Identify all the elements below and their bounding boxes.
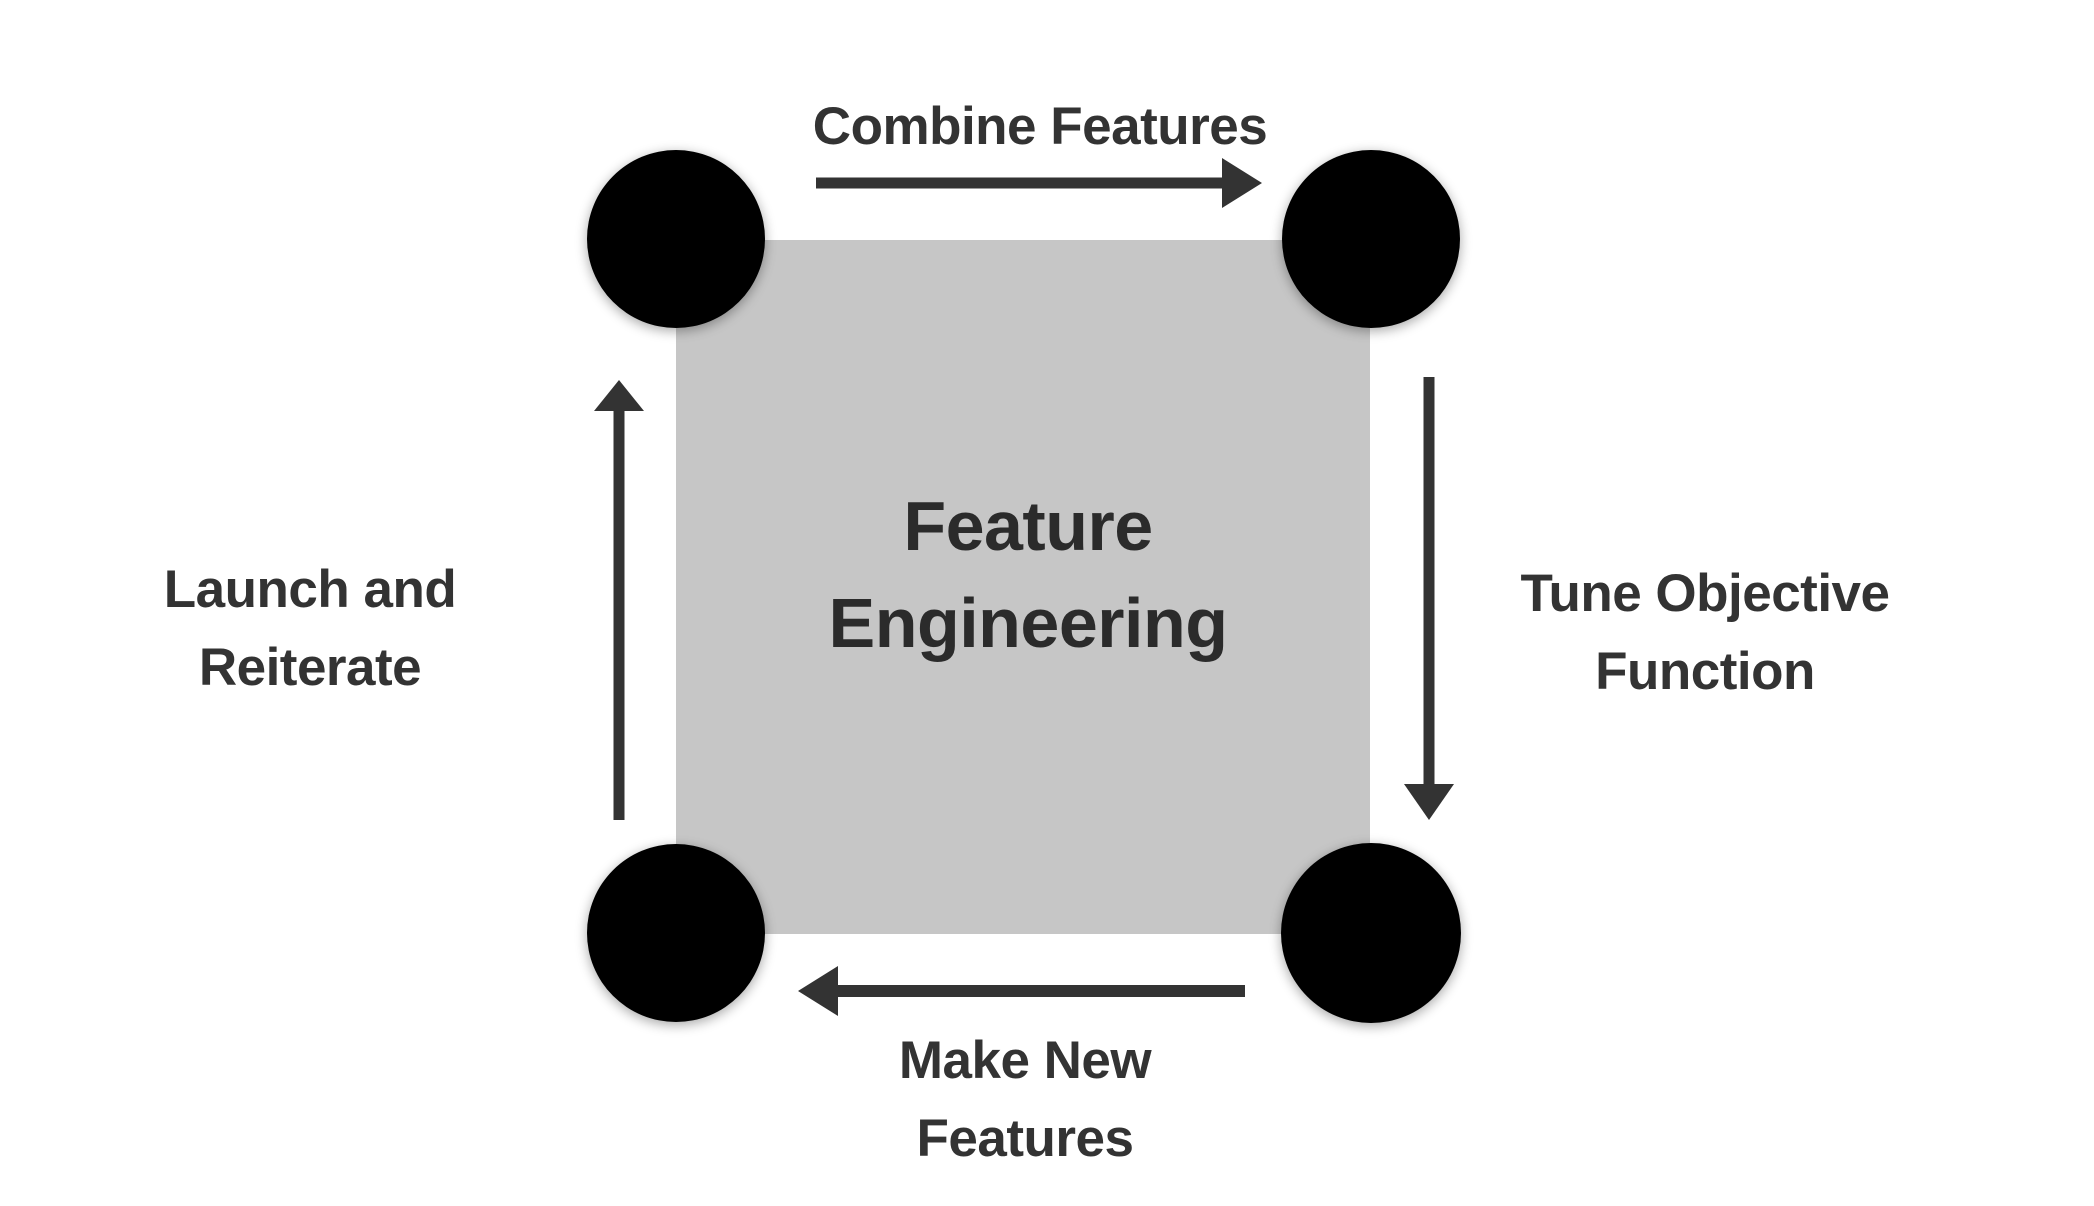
center-title: Feature Engineering (681, 478, 1375, 672)
center-square (676, 240, 1370, 934)
step-label-left-line1: Launch and (163, 560, 457, 619)
step-label-top-line1: Combine Features (812, 97, 1268, 156)
center-title-line1: Feature (903, 487, 1153, 565)
arrow-left-icon (798, 966, 1245, 1016)
step-label-top: Combine Features (770, 88, 1310, 166)
step-label-left-line2: Reiterate (198, 638, 422, 697)
step-label-bottom-line2: Features (916, 1109, 1134, 1168)
arrow-down-icon (1404, 377, 1454, 820)
step-label-bottom-line1: Make New (898, 1031, 1152, 1090)
node-bottom-left (587, 844, 765, 1022)
node-bottom-right (1281, 843, 1461, 1023)
node-top-right (1282, 150, 1460, 328)
step-label-right: Tune Objective Function (1495, 555, 1915, 711)
step-label-right-line1: Tune Objective (1520, 564, 1891, 623)
step-label-bottom: Make New Features (830, 1022, 1220, 1178)
arrow-up-icon (594, 380, 644, 820)
center-title-line2: Engineering (828, 584, 1228, 662)
step-label-left: Launch and Reiterate (140, 551, 480, 707)
step-label-right-line2: Function (1595, 642, 1815, 701)
node-top-left (587, 150, 765, 328)
arrow-right-icon (816, 158, 1262, 208)
